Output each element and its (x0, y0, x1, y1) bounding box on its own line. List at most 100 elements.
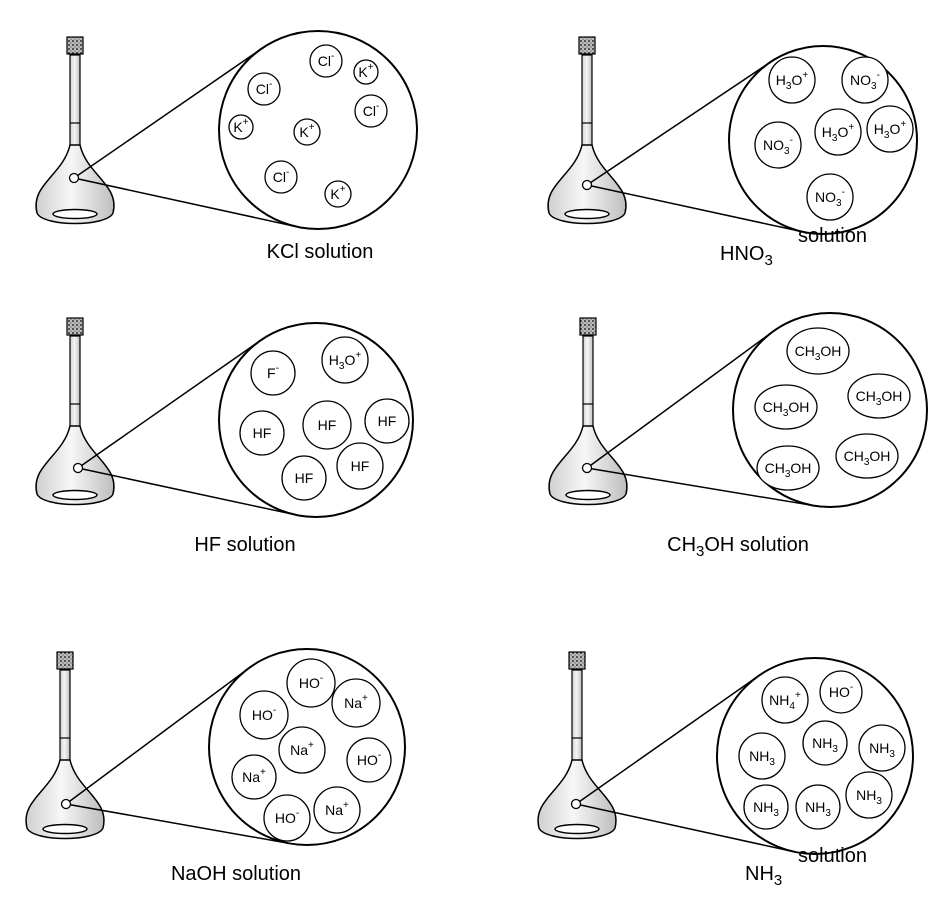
volumetric-flask-icon (547, 36, 627, 225)
particle: Na+ (231, 754, 277, 800)
particle-label: Na+ (242, 767, 266, 785)
flask-stopper (66, 36, 84, 55)
particle-label: Cl- (256, 79, 273, 97)
volumetric-flask-icon (35, 317, 115, 506)
sample-point (581, 179, 593, 191)
flask-base (554, 823, 600, 835)
particle-label: NH3 (753, 799, 779, 819)
particle: NH3 (795, 784, 841, 830)
particle: K+ (324, 180, 352, 208)
flask-base (564, 208, 610, 220)
magnify-line (586, 331, 774, 469)
particle: HO- (346, 737, 392, 783)
sample-point (72, 462, 84, 474)
volumetric-flask-icon (25, 651, 105, 840)
particle-label: Na+ (325, 800, 349, 818)
particle: H3O+ (768, 56, 816, 104)
particle-label: F- (267, 363, 279, 381)
particle-label: NO3- (815, 187, 845, 209)
particle: NH3 (858, 724, 906, 772)
flask-base (52, 489, 98, 501)
particle-label: Cl- (363, 101, 380, 119)
particle-label: K+ (330, 184, 345, 202)
particle: NO3- (806, 173, 854, 221)
particle: HF (336, 442, 384, 490)
particle-label: H3O+ (874, 119, 907, 141)
particle: HO- (819, 670, 863, 714)
flask-stopper (579, 317, 597, 336)
particle: NH4+ (761, 676, 809, 724)
particle-label: HO- (357, 750, 381, 768)
particle-label: CH3OH (763, 399, 810, 419)
panel-caption: HNO3 (720, 243, 773, 269)
particle-label: K+ (299, 122, 314, 140)
flask-neck (581, 54, 593, 148)
particle: Cl- (309, 44, 343, 78)
particle-label: Cl- (273, 167, 290, 185)
magnify-line (73, 47, 263, 179)
panel-caption-extra: solution (798, 845, 867, 867)
sample-point (60, 798, 72, 810)
panel-naoh: HO-HO-Na+Na+HO-Na+HO-Na+NaOH solution (25, 648, 406, 885)
magnify-line (65, 803, 291, 845)
particle-label: K+ (358, 62, 373, 80)
sample-point (570, 798, 582, 810)
panel-caption: HF solution (194, 534, 295, 556)
panel-caption: CH3OH solution (667, 534, 809, 560)
particle: NH3 (738, 732, 786, 780)
flask-neck (571, 669, 583, 763)
particle-label: Na+ (290, 740, 314, 758)
sample-point (68, 172, 80, 184)
particle-label: NH3 (812, 735, 838, 755)
particle-label: HO- (299, 673, 323, 691)
particle: CH3OH (835, 433, 899, 479)
particle: H3O+ (814, 108, 862, 156)
particle-label: NH4+ (769, 690, 801, 712)
particle: CH3OH (786, 327, 850, 375)
particle-label: HF (351, 458, 370, 474)
particle-label: HO- (275, 808, 299, 826)
particle: Na+ (278, 726, 326, 774)
particle: HO- (263, 794, 311, 842)
particle-label: NH3 (805, 799, 831, 819)
particle-label: H3O+ (776, 70, 809, 92)
particle: HO- (286, 658, 336, 708)
particle-label: K+ (233, 117, 248, 135)
magnify-line (73, 177, 298, 228)
panel-hf: F- H3O+ HF HF HF HF HF HF solution (35, 317, 414, 556)
particle: NO3- (841, 56, 889, 104)
particle-label: HF (253, 425, 272, 441)
magnify-line (586, 467, 815, 507)
particle-label: CH3OH (765, 460, 812, 480)
particle-label: HO- (252, 705, 276, 723)
particle-label: NO3- (763, 135, 793, 157)
flask-neck (59, 669, 71, 763)
particle-label: NO3- (850, 70, 880, 92)
flask-base (565, 489, 611, 501)
panel-caption: NaOH solution (171, 863, 301, 885)
particle: HF (281, 455, 327, 501)
magnify-line (586, 184, 804, 233)
particle: HF (364, 398, 410, 444)
magnify-line (575, 675, 760, 805)
particle-label: HO- (829, 682, 853, 700)
panel-kcl: Cl-K+Cl-Cl-K+K+Cl-K+KCl solution (35, 30, 418, 263)
particle: NO3- (754, 121, 802, 169)
particle: Cl- (247, 72, 281, 106)
particle-label: HF (318, 417, 337, 433)
volumetric-flask-icon (548, 317, 628, 506)
panel-caption: NH3 (745, 863, 782, 889)
particle-label: NH3 (856, 787, 882, 807)
particle: Cl- (264, 160, 298, 194)
magnify-line (586, 61, 772, 186)
particle: Na+ (313, 786, 361, 834)
particle: NH3 (845, 771, 893, 819)
particle-label: H3O+ (329, 350, 362, 372)
particle: K+ (228, 114, 254, 140)
flask-stopper (56, 651, 74, 670)
particle: HO- (239, 690, 289, 740)
particle-label: NH3 (869, 740, 895, 760)
particle-label: CH3OH (795, 343, 842, 363)
